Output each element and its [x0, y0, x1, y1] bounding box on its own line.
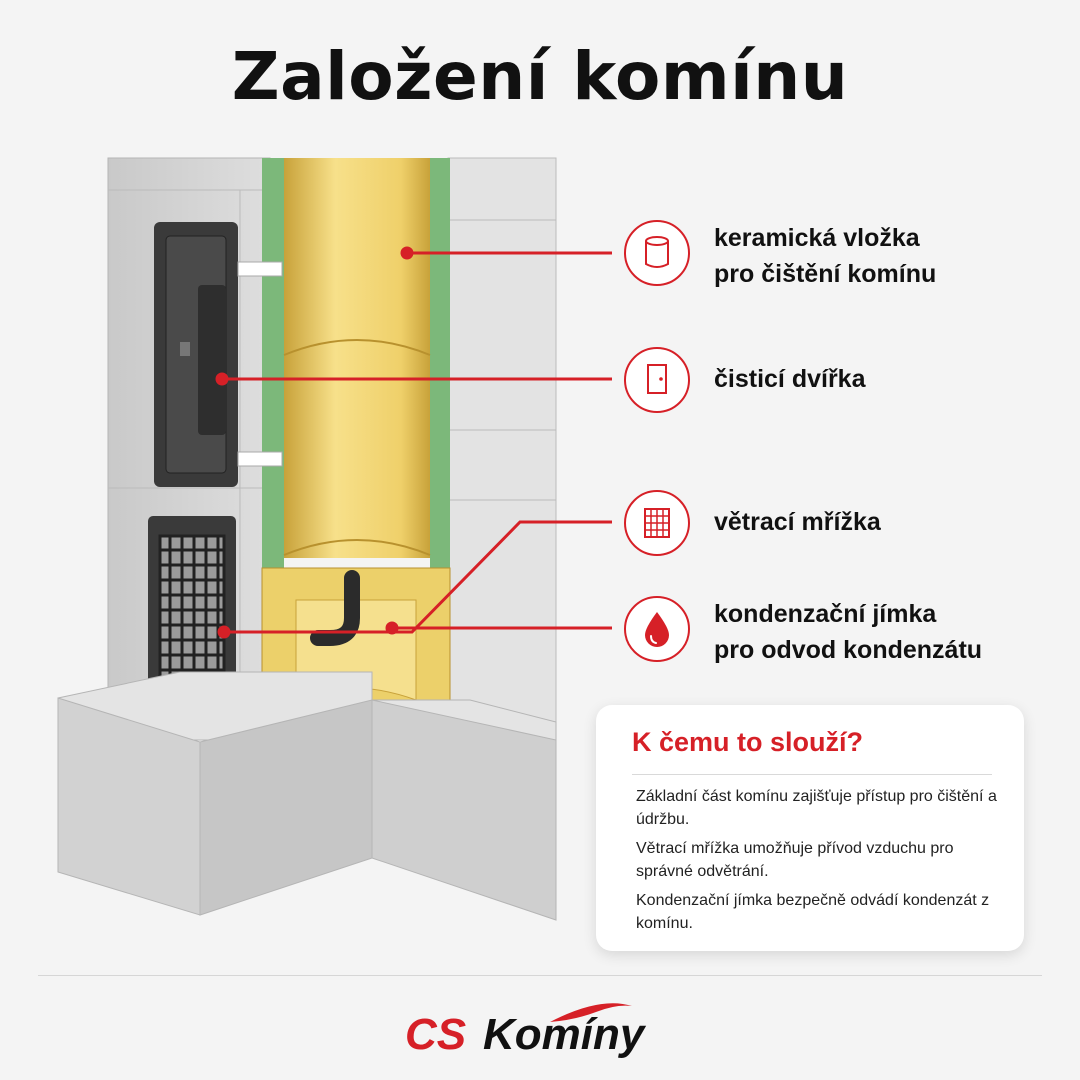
insulation-left [262, 158, 284, 568]
grille-icon [624, 490, 690, 556]
insulation-right [430, 158, 450, 570]
leader-lines [215, 246, 612, 639]
callout-label: větrací mřížka [714, 508, 881, 536]
info-heading: K čemu to slouží? [632, 727, 864, 757]
ventilation-grille-mesh [158, 534, 226, 688]
footer-divider [38, 975, 1042, 976]
outer-block-right [447, 157, 557, 724]
callout-label: keramická vložka pro čištění komínu [714, 224, 937, 288]
drop-icon [624, 596, 690, 662]
callout-cleaning-door: čisticí dvířka [612, 347, 1052, 437]
info-divider [632, 774, 992, 775]
info-paragraph: Základní část komínu zajišťuje přístup p… [636, 788, 997, 828]
info-paragraph: Kondenzační jímka bezpečně odvádí konden… [636, 892, 990, 932]
logo-name: Komíny [483, 1010, 645, 1059]
info-box: K čemu to slouží? Základní část komínu z… [596, 705, 1024, 951]
foundation-right-face [371, 699, 557, 921]
ceramic-liner-icon [624, 220, 690, 286]
logo-brand: CS [405, 1010, 467, 1059]
callout-ventilation-grille: větrací mřížka [612, 490, 1052, 580]
callout-condensate-sump: kondenzační jímka pro odvod kondenzátu [612, 596, 1052, 686]
callout-label: kondenzační jímka pro odvod kondenzátu [714, 600, 983, 664]
info-paragraph: Větrací mřížka umožňuje přívod vzduchu p… [636, 840, 954, 880]
leader-grille [224, 520, 612, 634]
door-icon [624, 347, 690, 413]
ceramic-liner [284, 158, 430, 558]
logo-swoosh [550, 1003, 632, 1022]
page-title: Založení komínu [231, 38, 849, 115]
callout-label: čisticí dvířka [714, 365, 866, 393]
callout-ceramic-liner: keramická vložka pro čištění komínu [612, 220, 1052, 310]
brand-logo: CS Komíny [400, 1000, 700, 1070]
